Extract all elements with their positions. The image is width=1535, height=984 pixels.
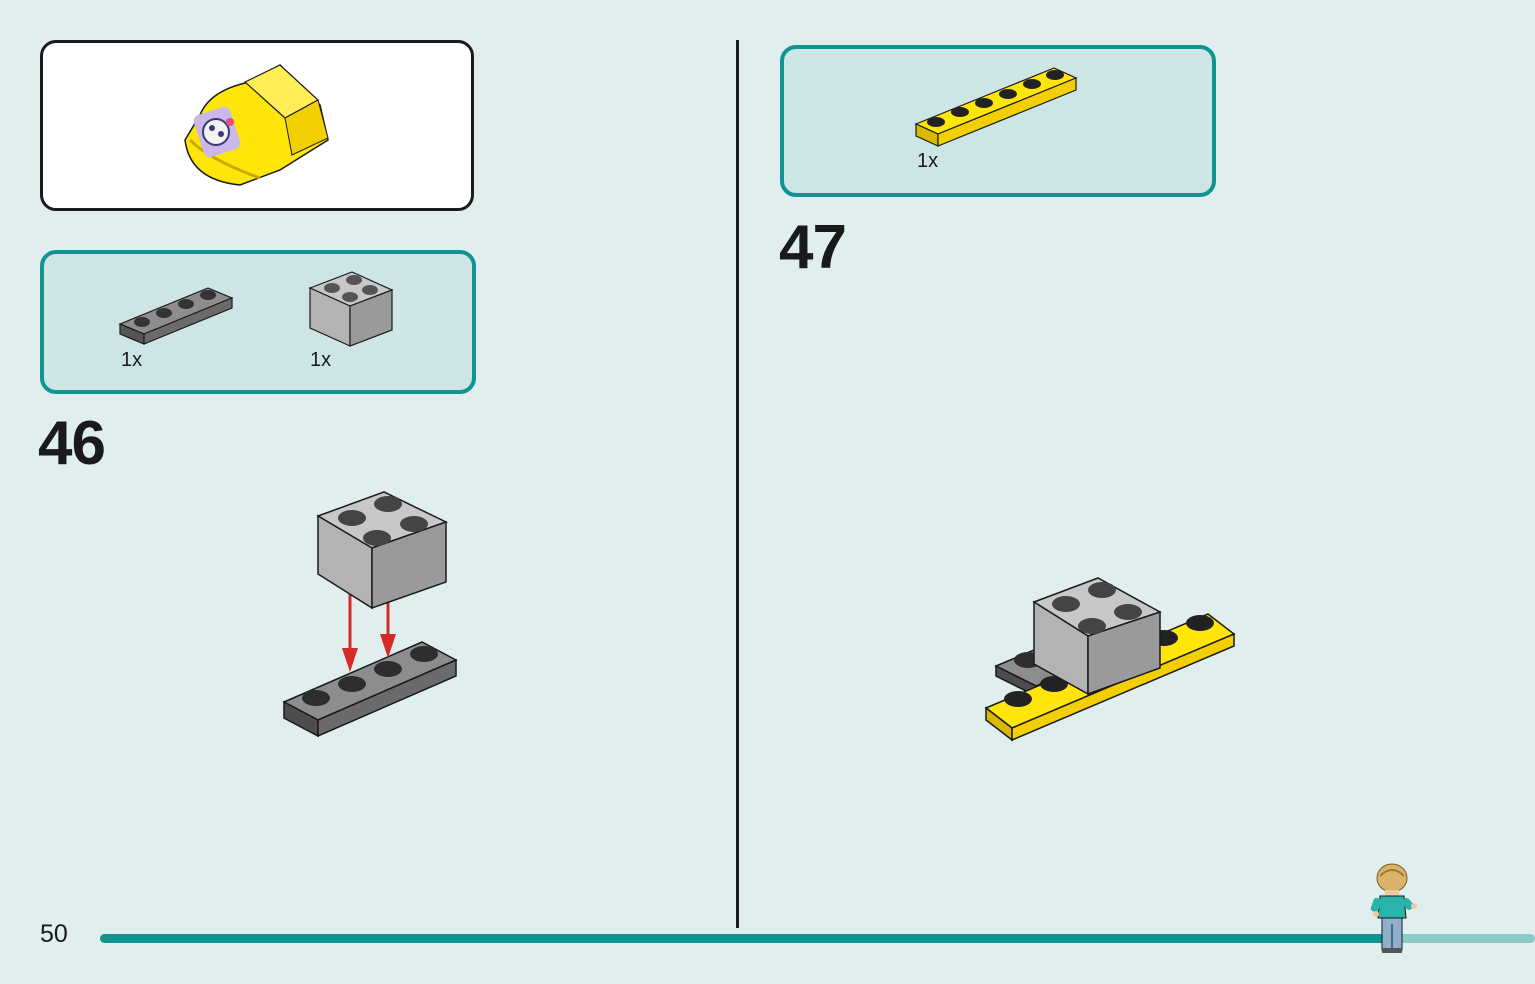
minifigure-progress-marker-icon [1370, 863, 1417, 953]
page-number: 50 [40, 920, 68, 948]
page-divider [736, 40, 739, 928]
step-46-assembly-diagram [282, 491, 458, 738]
part-quantity-label: 1x [310, 349, 332, 371]
step-number: 46 [38, 409, 106, 478]
yellow-car-front-submodel [184, 64, 329, 186]
yellow-plate-1x6-icon [914, 67, 1078, 147]
part-quantity-label: 1x [917, 150, 939, 172]
step-47-assembly-diagram [984, 577, 1236, 742]
light-grey-brick-2x2-icon [308, 271, 394, 347]
step-number: 47 [779, 213, 847, 282]
dark-grey-plate-1x4-icon [118, 287, 234, 345]
part-quantity-label: 1x [121, 349, 143, 371]
progress-bar-fill [100, 934, 1399, 943]
step-46-parts-list [40, 250, 476, 394]
